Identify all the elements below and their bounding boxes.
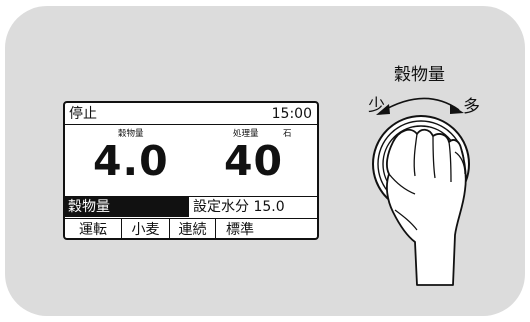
- menu-item-wheat[interactable]: 小麦: [122, 219, 170, 238]
- process-amount-value: 40: [224, 137, 284, 185]
- lcd-display: 停止 15:00 穀物量 処理量 石 4.0 40 穀物量 設定水分 15.0 …: [63, 101, 319, 240]
- menu-row: 運転 小麦 連続 標準: [65, 218, 317, 238]
- process-amount-unit: 石: [283, 129, 292, 139]
- menu-item-continuous[interactable]: 連続: [170, 219, 216, 238]
- direction-arrow-icon: [376, 97, 464, 115]
- operation-status: 停止: [69, 106, 97, 122]
- set-moisture-readout: 設定水分 15.0: [193, 199, 285, 215]
- clock-time: 15:00: [271, 106, 312, 122]
- dial-max-label: 多: [463, 97, 480, 117]
- menu-item-standard[interactable]: 標準: [226, 221, 254, 238]
- lcd-bottom-section: 穀物量 設定水分 15.0 運転 小麦 連続 標準: [65, 196, 317, 238]
- grain-amount-value: 4.0: [93, 137, 169, 185]
- grain-amount-label: 穀物量: [118, 129, 144, 139]
- status-divider: [65, 124, 317, 125]
- dial-title: 穀物量: [394, 65, 445, 85]
- process-amount-label: 処理量: [233, 129, 259, 139]
- dial-min-label: 少: [368, 96, 385, 116]
- menu-item-run[interactable]: 運転: [65, 219, 122, 238]
- grain-amount-dial[interactable]: [355, 90, 495, 290]
- selected-mode-label: 穀物量: [65, 197, 189, 217]
- hand-icon: [386, 128, 467, 286]
